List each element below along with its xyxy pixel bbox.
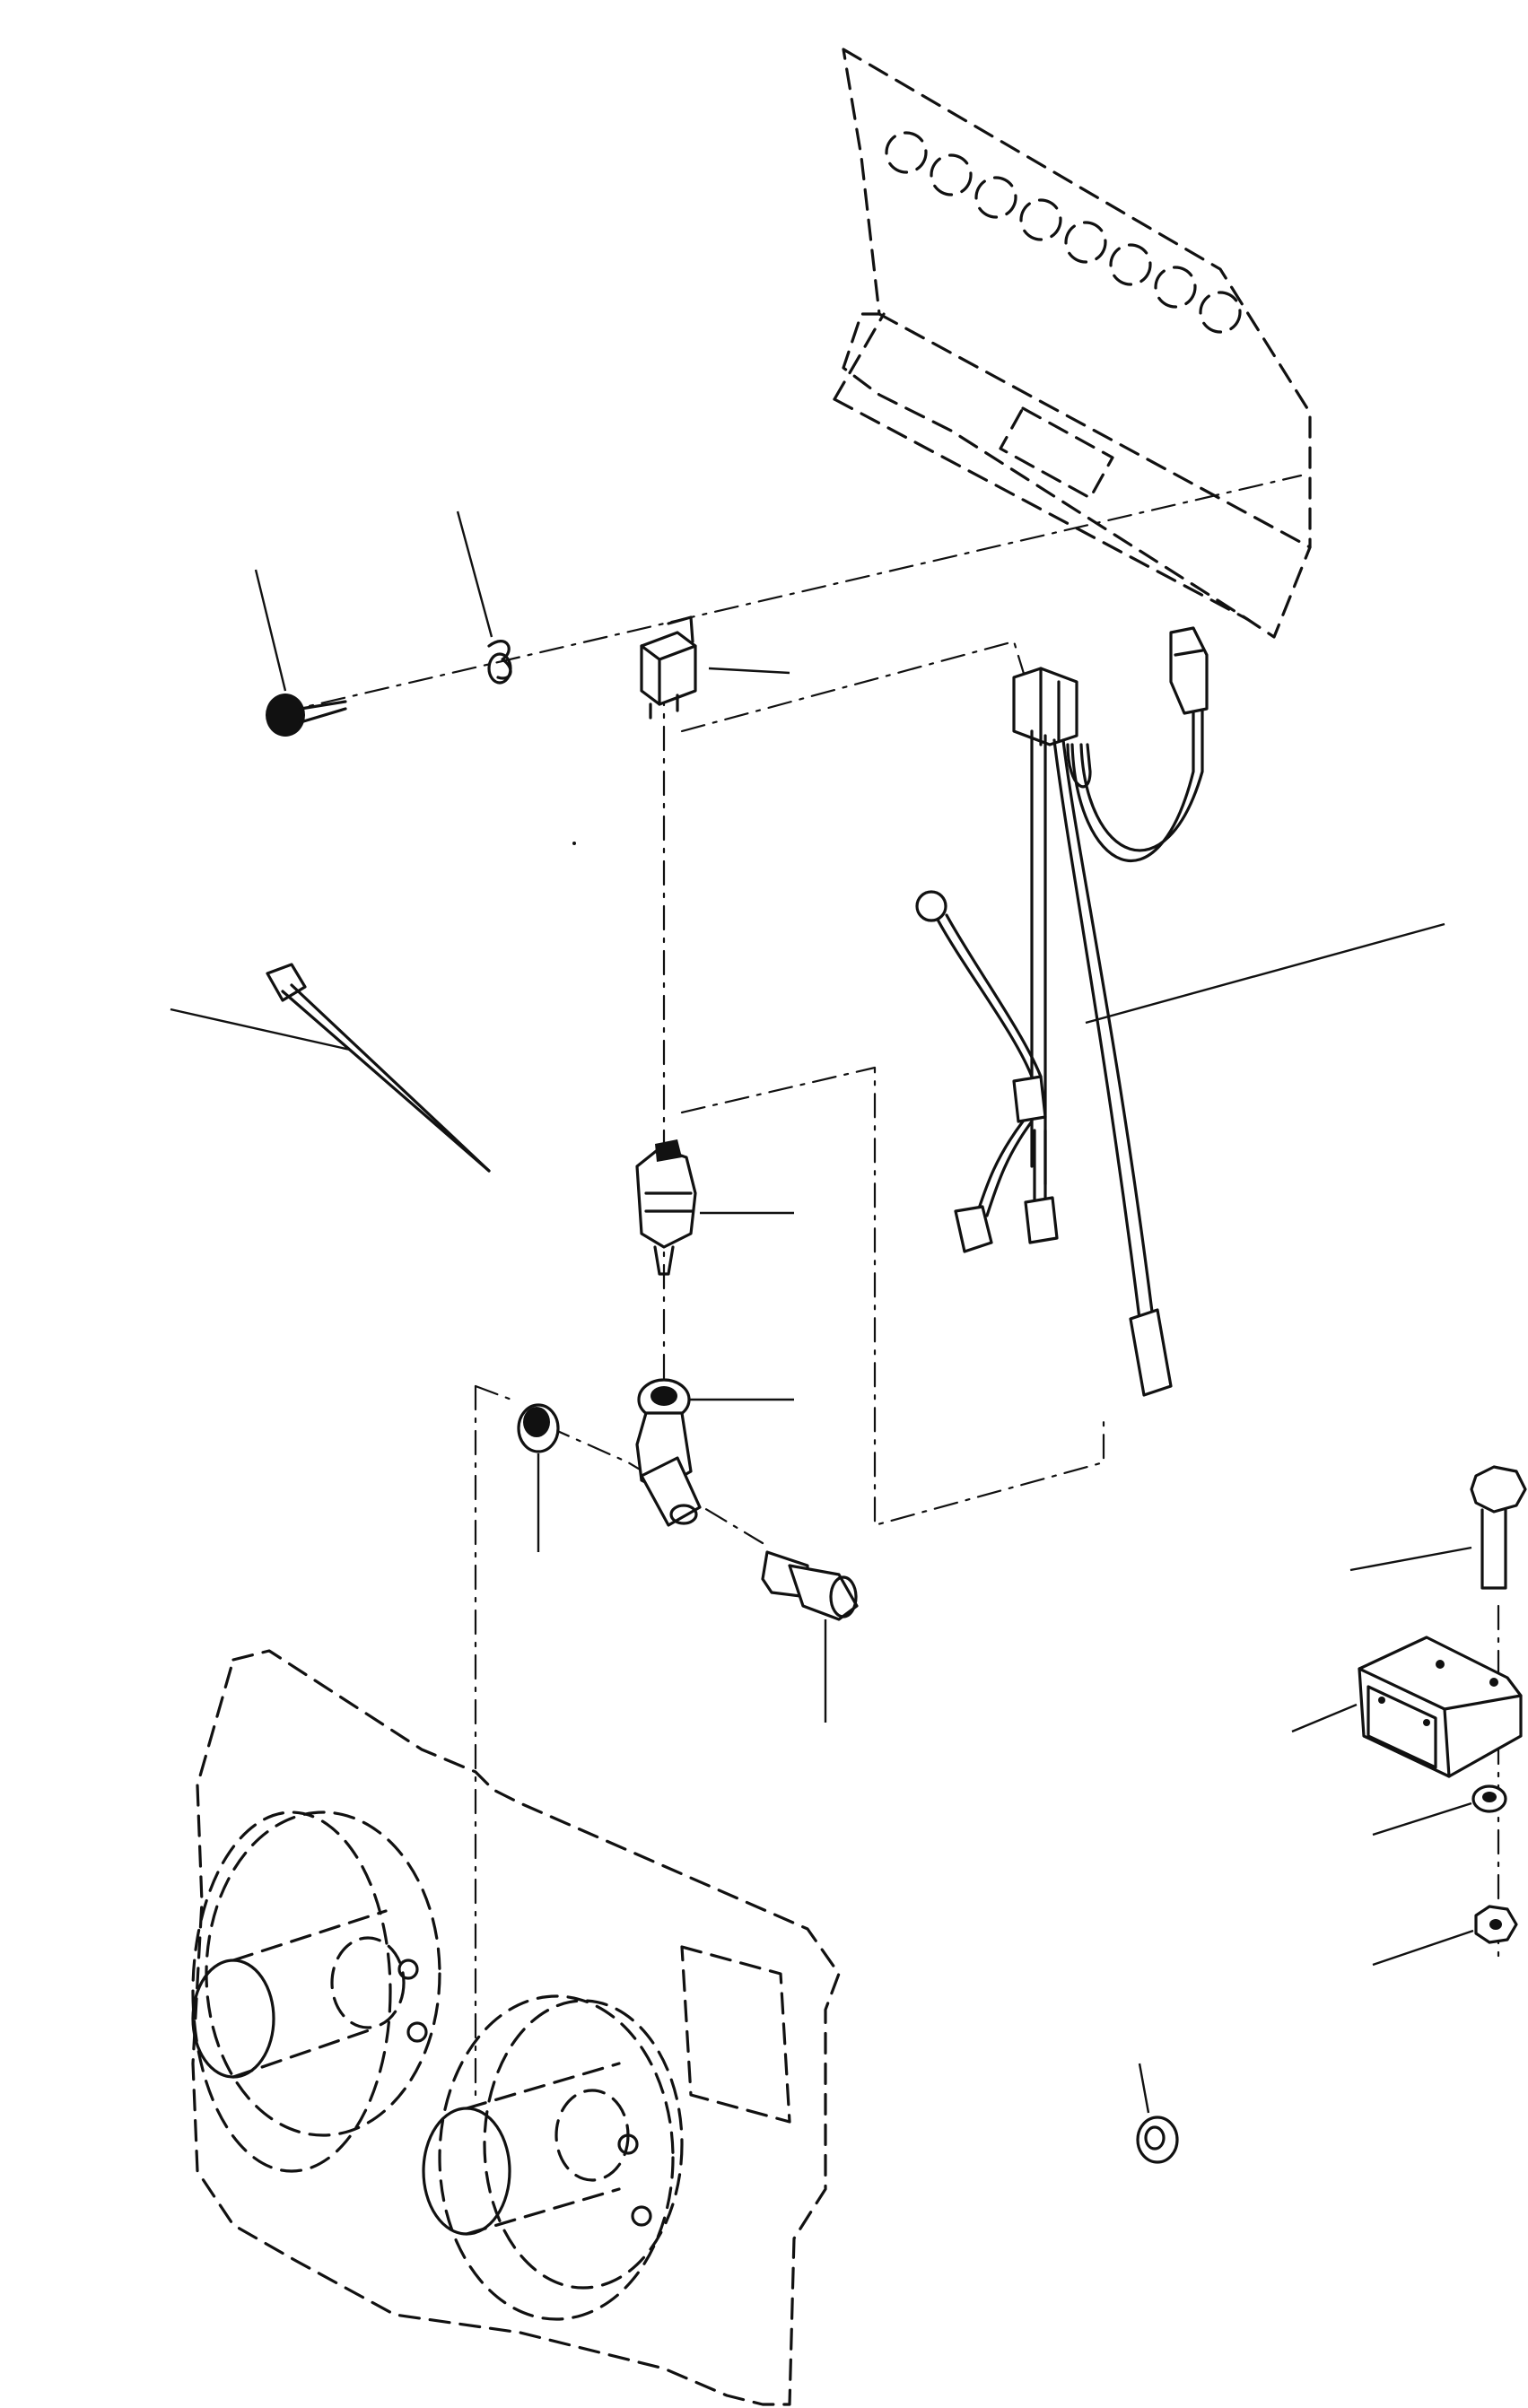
stray-mark (572, 842, 576, 845)
cable-tie (170, 963, 491, 1173)
relay (640, 615, 790, 720)
engine-cover (191, 1649, 841, 2406)
module-box (1291, 1636, 1523, 1778)
wire-harness (915, 626, 1445, 1397)
hex-nut (1372, 1905, 1518, 1967)
instrument-panel (833, 48, 1312, 639)
grommet (1136, 2063, 1179, 2164)
seal-washer (517, 1403, 560, 1552)
banjo-bolt (761, 1550, 859, 1723)
bolt (1349, 1465, 1527, 1590)
lock-washer (1372, 1784, 1507, 1837)
elbow-fitting (635, 1378, 794, 1527)
assembly-axis-lines (276, 474, 1500, 2106)
pressure-switch (635, 1139, 794, 1276)
clip (456, 510, 512, 685)
screw (254, 569, 347, 737)
